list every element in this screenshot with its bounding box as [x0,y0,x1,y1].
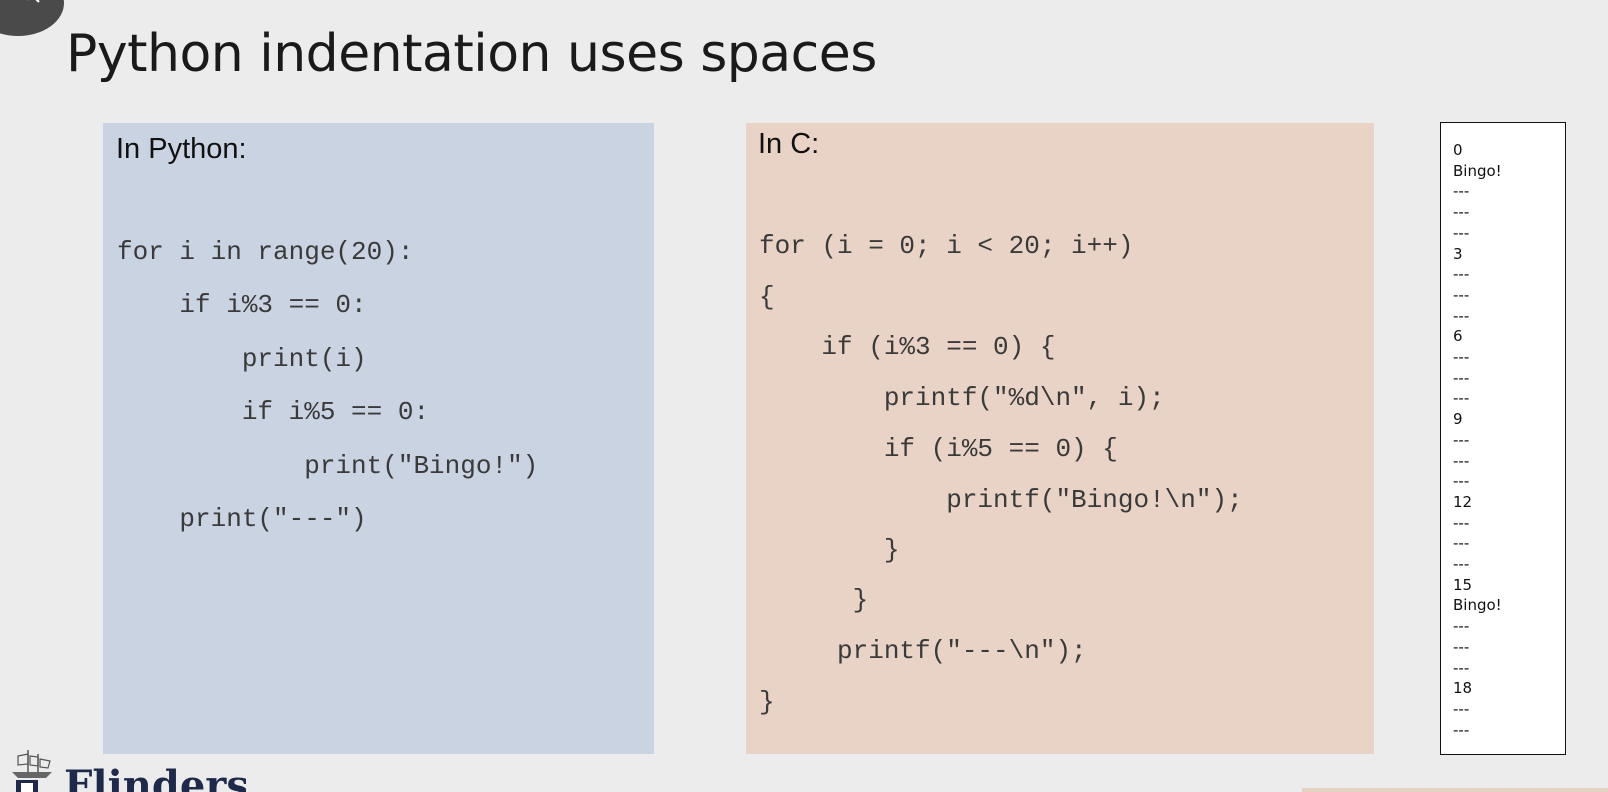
python-code-line: for i in range(20): [117,237,414,267]
c-code-line: for (i = 0; i < 20; i++) [759,231,1134,261]
output-line: --- [1453,223,1470,242]
output-line: Bingo! [1453,161,1502,180]
c-code-panel: In C: for (i = 0; i < 20; i++) { if (i%3… [746,123,1374,754]
c-code-line: if (i%3 == 0) { [759,332,1056,362]
output-line: 0 [1453,141,1463,159]
output-line: --- [1453,699,1470,718]
output-line: --- [1453,285,1470,304]
output-line: --- [1453,265,1470,284]
python-panel-heading: In Python: [116,133,247,165]
output-line: 9 [1453,410,1463,429]
c-code-line: } [759,585,869,615]
output-line: --- [1453,389,1470,408]
python-code-line: if i%3 == 0: [117,290,367,320]
c-code-line: printf("---\n"); [759,636,1087,666]
zoom-button[interactable] [0,0,64,36]
output-line: Bingo! [1453,596,1502,615]
c-code-line: } [759,687,775,717]
output-line: 12 [1453,492,1473,511]
python-code-line: print("Bingo!") [117,451,539,481]
c-code-line: } [759,535,900,565]
c-code-line: printf("%d\n", i); [759,383,1165,413]
output-line: 15 [1453,575,1473,594]
zoom-magnifier-icon [26,0,40,3]
output-line: --- [1453,555,1470,574]
bottom-strip [1302,788,1608,792]
flinders-logo: Flinders [6,746,246,792]
logo-wordmark: Flinders [64,762,246,792]
output-line: --- [1453,451,1470,470]
output-line: --- [1453,658,1470,677]
output-line: --- [1453,182,1470,201]
python-code-line: print("---") [117,504,367,534]
c-code-line: { [759,282,775,312]
output-line: --- [1453,368,1470,387]
output-line: --- [1453,534,1470,553]
output-line: --- [1453,430,1470,449]
output-line: 3 [1453,244,1463,263]
output-line: 6 [1453,327,1463,346]
python-code-line: if i%5 == 0: [117,397,430,427]
c-code-line: printf("Bingo!\n"); [759,485,1243,515]
python-code-line: print(i) [117,344,367,374]
ship-crest-icon [12,750,52,792]
output-line: --- [1453,203,1470,222]
output-line: --- [1453,720,1470,739]
c-code-line: if (i%5 == 0) { [759,434,1118,464]
output-line: --- [1453,472,1470,491]
output-line: 18 [1453,679,1473,698]
output-line: --- [1453,306,1470,325]
c-panel-heading: In C: [758,128,820,160]
output-line: --- [1453,513,1470,532]
slide-title: Python indentation uses spaces [66,24,877,84]
output-line: --- [1453,348,1470,367]
output-line: --- [1453,617,1470,636]
python-code-panel: In Python: for i in range(20): if i%3 ==… [103,123,654,754]
output-line: --- [1453,637,1470,656]
